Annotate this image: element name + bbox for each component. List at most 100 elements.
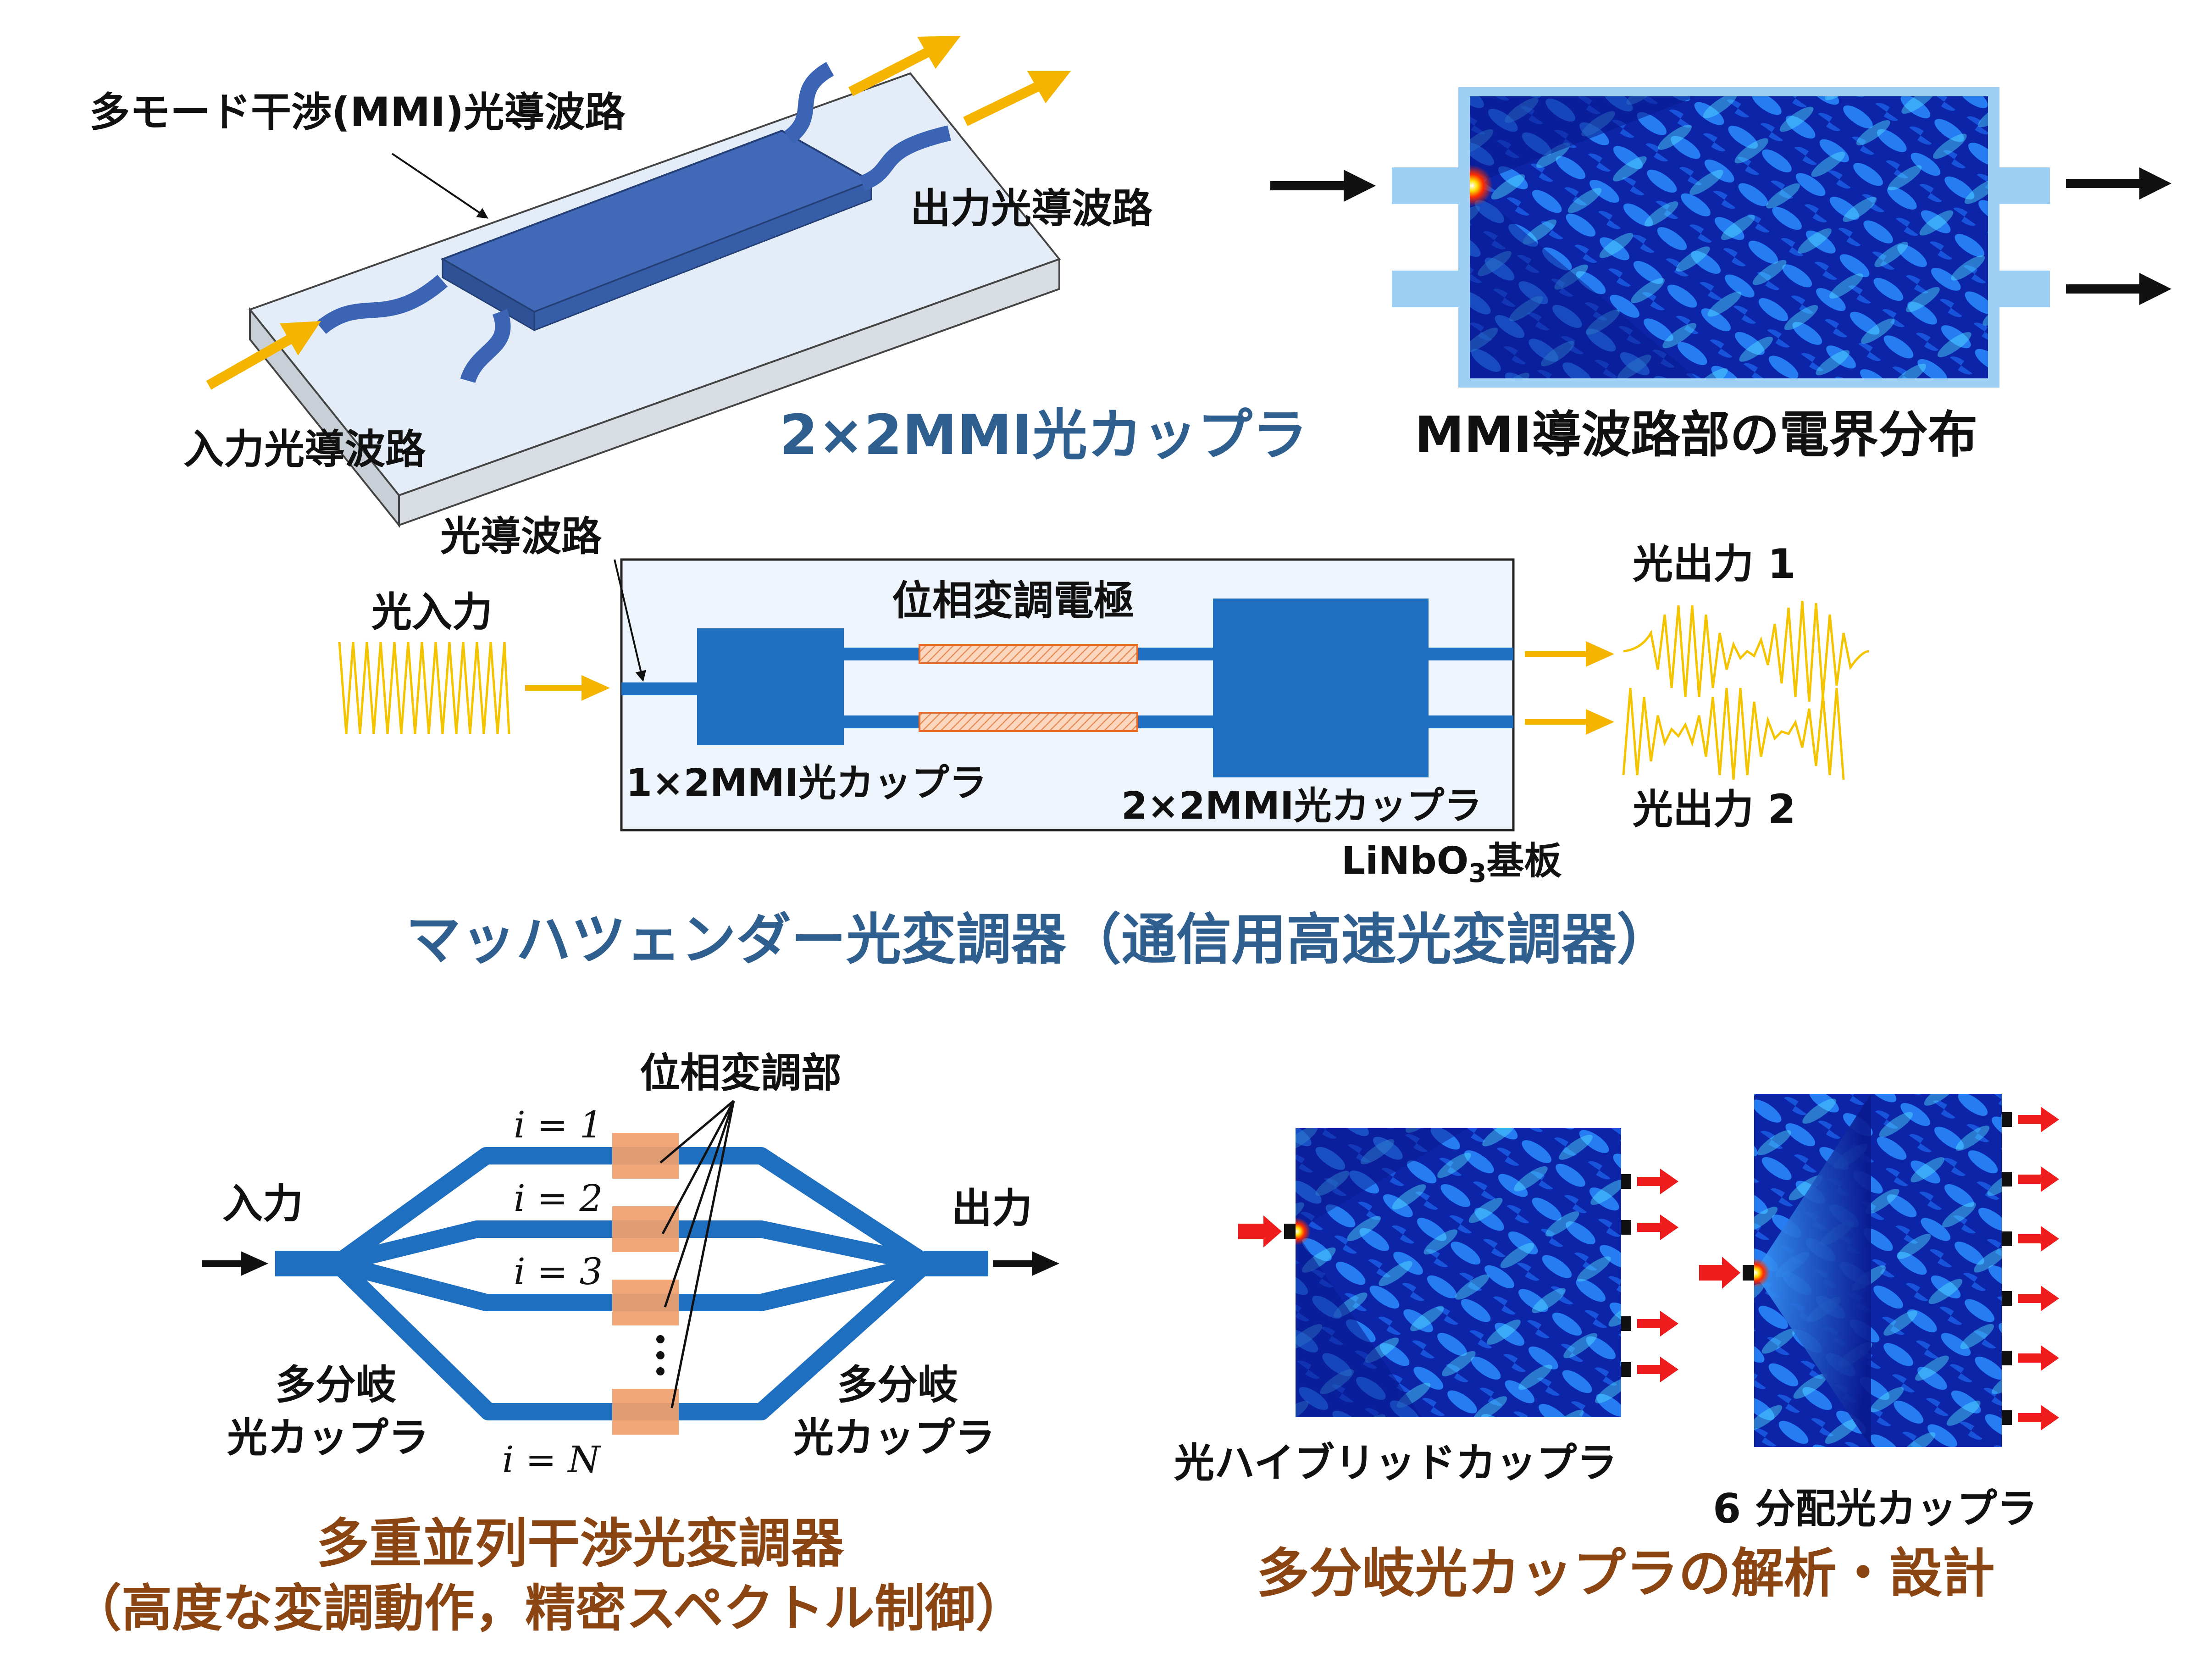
six-way-coupler-field	[1699, 1094, 2059, 1447]
input-hotspot	[1470, 165, 1493, 206]
six-output-port-3	[2002, 1231, 2012, 1246]
branch-label-1: i = 1	[514, 1103, 603, 1146]
six-output-port-2	[2002, 1172, 2012, 1187]
phase-leader-n	[670, 1100, 735, 1408]
input-light-wave	[338, 642, 510, 734]
label-multi-input: 入力	[222, 1180, 303, 1227]
six-output-port-5	[2002, 1351, 2012, 1365]
phase-leader-1	[659, 1100, 735, 1164]
chip-side-face	[398, 258, 1060, 527]
label-phase-section: 位相変調部	[640, 1049, 842, 1097]
mmi-block-side	[533, 180, 872, 332]
label-coupler-2x2: 2×2MMI光カップラ	[1121, 784, 1482, 828]
label-splitter-line1: 多分岐	[275, 1361, 396, 1408]
multi-parallel-modulator	[202, 1100, 1059, 1435]
input-port-bottom	[1392, 271, 1472, 307]
mz-output-arrow-1-head	[1586, 641, 1614, 667]
label-mz-waveguide: 光導波路	[440, 513, 602, 560]
output-port-top	[1986, 167, 2050, 204]
input-port-top	[1392, 167, 1472, 204]
label-splitter-line2: 光カップラ	[227, 1414, 429, 1461]
mmi-leader-line	[391, 153, 488, 219]
label-coupler-1x2: 1×2MMI光カップラ	[626, 761, 987, 805]
hybrid-output-arrow-2	[1637, 1214, 1678, 1240]
output-light-wave-1	[1623, 600, 1869, 702]
six-output-arrow-1	[2018, 1107, 2059, 1132]
hybrid-output-port-3	[1621, 1316, 1631, 1331]
input-light-arrow	[206, 333, 296, 390]
branch-label-2: i = 2	[514, 1177, 603, 1220]
six-hotspot	[1754, 1258, 1770, 1287]
caption-multi-parallel-line1: 多重並列干渉光変調器	[316, 1513, 844, 1575]
hybrid-input-arrow	[1238, 1215, 1282, 1248]
hybrid-output-port-1	[1621, 1174, 1631, 1189]
mmi-field-distribution	[1270, 87, 2171, 388]
label-combiner-line2: 光カップラ	[793, 1414, 995, 1461]
electrode-upper	[919, 644, 1138, 664]
multi-input-arrow-head	[241, 1251, 268, 1276]
mz-input-arrow-head	[581, 675, 610, 701]
output-waveguide-1	[784, 62, 834, 144]
ellipsis-dot-2	[656, 1351, 665, 1359]
caption-mach-zehnder: マッハツェンダー光変調器（通信用高速光変調器）	[406, 908, 1672, 972]
branch-label-3: i = 3	[514, 1250, 603, 1293]
output-light-arrow-2	[963, 80, 1043, 126]
label-hybrid-coupler: 光ハイブリッドカップラ	[1174, 1439, 1617, 1486]
phase-section-n	[612, 1389, 679, 1435]
label-mz-input: 光入力	[371, 588, 493, 636]
label-phase-electrode: 位相変調電極	[892, 577, 1134, 624]
six-output-arrow-3	[2018, 1226, 2059, 1252]
input-waveguide-1	[316, 275, 448, 334]
ellipsis-dot-1	[656, 1335, 665, 1343]
mach-zehnder-modulator	[338, 558, 1869, 832]
label-combiner-line1: 多分岐	[837, 1361, 958, 1408]
output-light-arrow-2-head	[1027, 71, 1071, 103]
field-input-arrow-head	[1344, 170, 1376, 202]
coupler-2x2	[1213, 599, 1429, 777]
coupler-1x2	[697, 628, 844, 745]
output-port-bottom	[1986, 271, 2050, 307]
caption-2x2-mmi: 2×2MMI光カップラ	[780, 404, 1307, 467]
hybrid-output-arrow-3	[1637, 1311, 1678, 1336]
hybrid-hotspot	[1296, 1218, 1311, 1245]
six-input-arrow	[1699, 1257, 1740, 1289]
output-waveguide-2	[859, 125, 951, 191]
output-light-arrow-1	[848, 46, 934, 96]
hybrid-output-arrow-1	[1637, 1169, 1678, 1194]
hybrid-output-port-2	[1621, 1220, 1631, 1235]
caption-field-distribution: MMI導波路部の電界分布	[1415, 406, 1977, 464]
mmi-3d-illustration: 多モード干渉(MMI)光導波路 出力光導波路 入力光導波路	[89, 36, 1153, 528]
phase-leader-2	[661, 1100, 735, 1235]
hybrid-coupler-field	[1238, 1128, 1678, 1417]
six-output-arrow-5	[2018, 1345, 2059, 1371]
phase-leader-3	[664, 1100, 735, 1308]
label-mmi-waveguide: 多モード干渉(MMI)光導波路	[89, 89, 626, 136]
multi-output-arrow-head	[1032, 1251, 1059, 1276]
input-waveguide-2	[460, 309, 511, 383]
phase-section-3	[612, 1280, 679, 1325]
field-output-arrow-1-head	[2139, 167, 2171, 200]
six-output-arrow-6	[2018, 1405, 2059, 1430]
output-light-arrow-1-head	[917, 36, 961, 69]
mz-output-waveguide-1	[1429, 648, 1513, 660]
output-light-wave-2	[1622, 688, 1845, 780]
hybrid-output-arrow-4	[1637, 1357, 1678, 1382]
label-six-way-coupler: 6 分配光カップラ	[1713, 1485, 2038, 1532]
label-input-waveguide: 入力光導波路	[183, 426, 426, 473]
label-multi-output: 出力	[952, 1185, 1032, 1232]
ellipsis-dot-3	[656, 1367, 665, 1375]
label-output-2: 光出力 2	[1633, 786, 1796, 833]
hybrid-output-port-4	[1621, 1362, 1631, 1377]
six-output-arrow-4	[2018, 1286, 2059, 1311]
mz-input-waveguide	[621, 682, 699, 695]
caption-multi-branch: 多分岐光カップラの解析・設計	[1257, 1543, 1995, 1604]
input-light-arrow-head	[280, 321, 321, 355]
branch-label-n: i = N	[502, 1438, 601, 1481]
multi-input-waveguide	[275, 1251, 339, 1276]
hybrid-input-port	[1284, 1224, 1296, 1239]
six-output-arrow-2	[2018, 1166, 2059, 1192]
caption-multi-parallel-line2: （高度な変調動作，精密スペクトル制御）	[71, 1579, 1026, 1638]
label-substrate: LiNbO3基板	[1341, 839, 1562, 888]
label-output-waveguide: 出力光導波路	[910, 185, 1153, 232]
